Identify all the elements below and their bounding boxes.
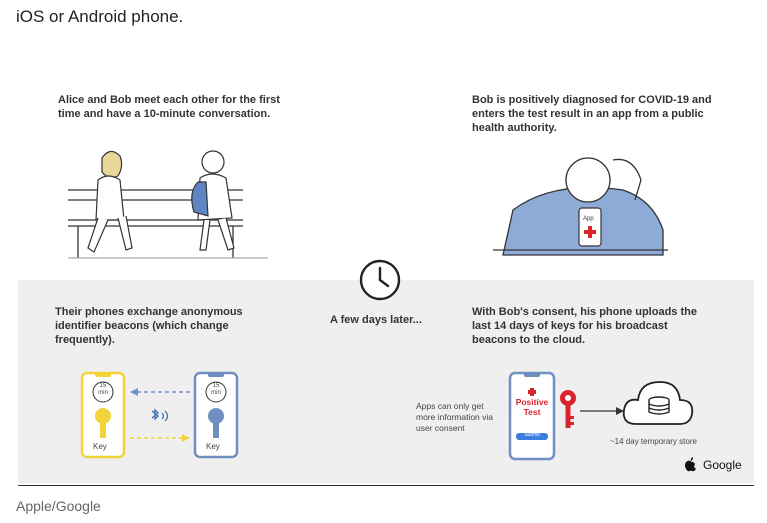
bob-phone-key-label: Key [206,442,220,451]
diagram-figure: Alice and Bob meet each other for the fi… [18,70,754,483]
panel-upload-text: With Bob's consent, his phone uploads th… [472,306,697,346]
panel-exchange-text: Their phones exchange anonymous identifi… [55,306,243,346]
store-note: ~14 day temporary store [610,437,697,446]
submit-button: Submit [524,432,540,438]
test-label: Test [523,407,541,417]
alice-phone-key-label: Key [93,442,107,451]
upload-arrow [580,407,624,415]
panel-meet-text: Alice and Bob meet each other for the fi… [58,94,280,120]
positive-label: Positive [515,397,549,407]
figure-divider [18,485,754,486]
bob-phone-blue [193,371,239,459]
red-key-icon [560,390,576,428]
lead-text: iOS or Android phone. [16,7,184,26]
bluetooth-icon [151,408,169,422]
cloud-database-icon [622,381,694,425]
apple-logo-icon [685,457,696,472]
alice-phone-timer: 15 min [98,383,108,396]
panel-diagnosed-text: Bob is positively diagnosed for COVID-19… [472,94,712,134]
bob-phone-app-label: App [583,216,594,222]
google-logo: Google [703,458,742,472]
timer-label: A few days later... [330,314,422,326]
bottom-panel [18,280,754,483]
upload-phone [508,371,556,461]
bob-diagnosed-illustration: App [493,157,668,256]
bob-phone: App [578,207,602,247]
bob-phone-timer: 15 min [211,383,221,396]
alice-bob-bench-illustration [68,150,268,259]
alice-phone [80,371,126,459]
clock-icon [359,259,401,301]
beacon-exchange-arrows [130,388,190,442]
image-caption: Apple/Google [16,498,101,514]
consent-note: Apps can only get more information via u… [416,401,494,433]
